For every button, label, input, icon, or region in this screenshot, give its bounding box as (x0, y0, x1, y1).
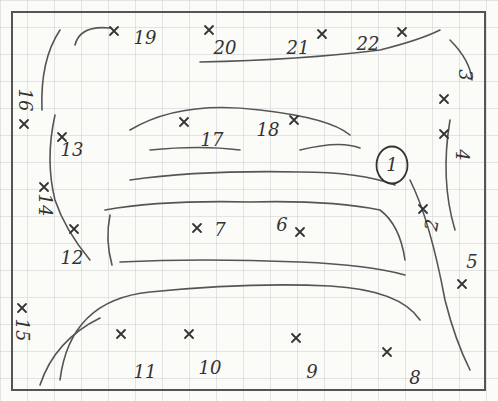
callout-number: 4 (452, 147, 472, 162)
callout-number: 17 (199, 130, 226, 150)
callout-number: 21 (285, 38, 312, 58)
callout-number: 5 (464, 252, 479, 272)
callout-number: 18 (255, 120, 282, 140)
callout-number: 8 (407, 368, 422, 388)
callout-number: 14 (35, 192, 55, 219)
callout-number: 19 (132, 28, 159, 48)
circled-marker: 1 (375, 145, 409, 185)
callout-number: 13 (59, 140, 86, 160)
callout-number: 2 (421, 216, 443, 235)
callout-number: 6 (274, 215, 289, 235)
callout-number: 22 (355, 34, 382, 54)
callout-number: 9 (304, 362, 319, 382)
callout-number: 7 (212, 220, 227, 240)
callout-number: 3 (455, 67, 475, 82)
callout-number: 12 (59, 248, 86, 268)
callout-number: 15 (12, 317, 32, 344)
callout-number: 1 (375, 156, 409, 174)
callout-number: 10 (197, 358, 224, 378)
callout-number: 20 (212, 38, 239, 58)
callout-number: 11 (132, 362, 159, 382)
callout-number: 16 (15, 87, 35, 114)
